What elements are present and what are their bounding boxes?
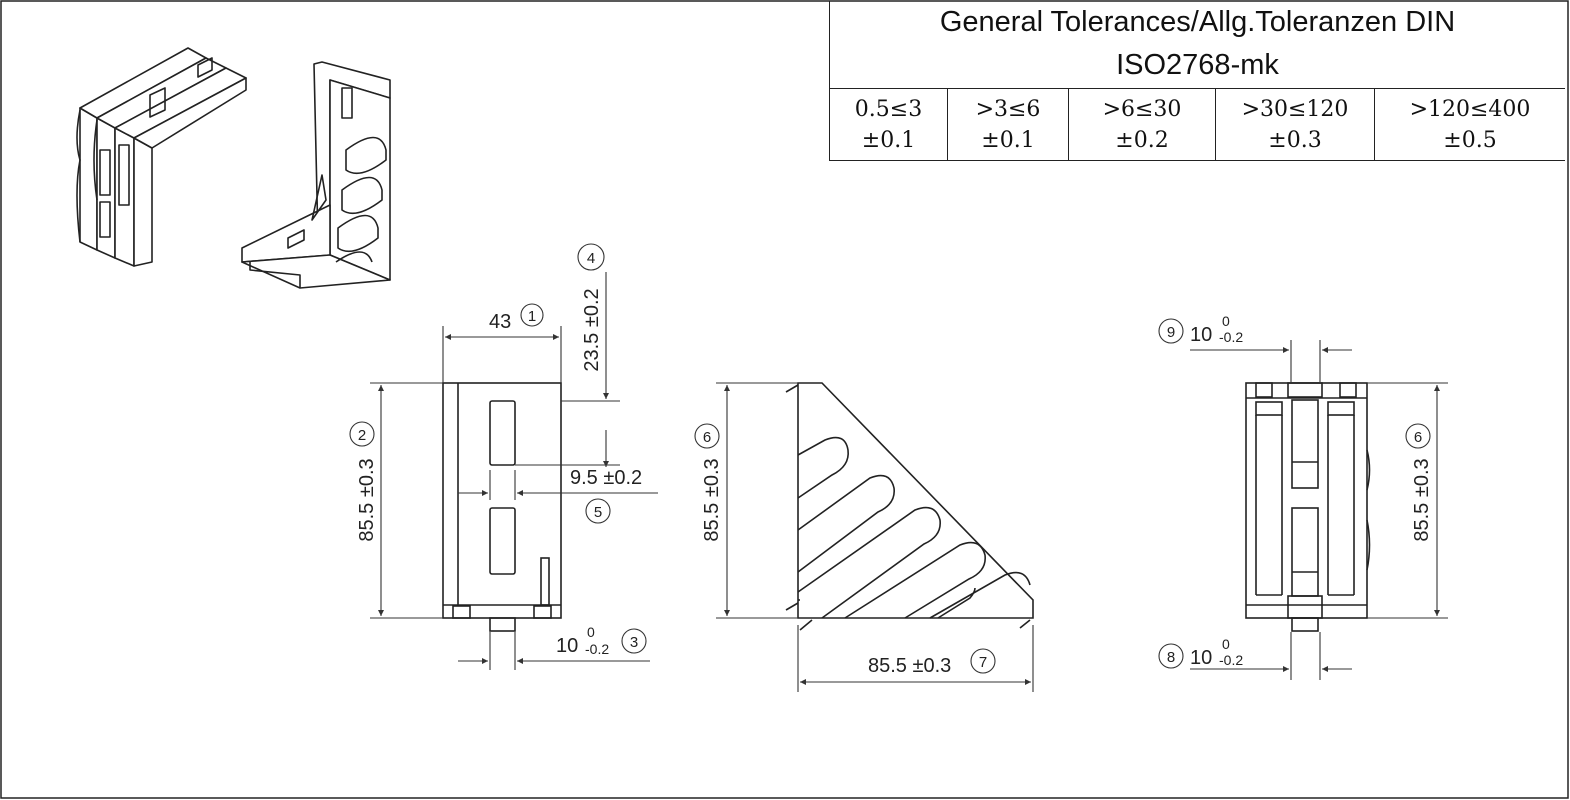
tolerance-range: >30≤120 <box>1241 97 1349 122</box>
dim-9-upper: 0 <box>1222 313 1230 329</box>
dim-8-upper: 0 <box>1222 636 1230 652</box>
tolerance-value: ±0.1 <box>861 128 916 153</box>
balloon-7-label: 7 <box>979 654 987 671</box>
front-view-dimensions <box>370 272 658 670</box>
tolerance-title-line1: General Tolerances/Allg.Toleranzen DIN <box>939 6 1456 38</box>
tolerance-table: General Tolerances/Allg.Toleranzen DIN I… <box>829 1 1565 161</box>
isometric-view-assembled <box>76 47 247 267</box>
balloon-6-back-label: 6 <box>1414 429 1422 446</box>
dim-9-lower: -0.2 <box>1219 329 1243 345</box>
tolerance-cell: >120≤400 ±0.5 <box>1375 89 1565 161</box>
dim-8-lower: -0.2 <box>1219 652 1243 668</box>
balloon-1: 1 <box>520 303 544 327</box>
balloon-1-label: 1 <box>528 308 536 325</box>
tolerance-title-line2: ISO2768-mk <box>1116 49 1279 81</box>
dim-9-value: 10 <box>1190 324 1212 346</box>
balloon-6-side: 6 <box>694 423 720 449</box>
balloon-4: 4 <box>577 243 605 271</box>
dim-6-side-value: 85.5 ±0.3 <box>701 458 723 541</box>
tolerance-row: 0.5≤3 ±0.1 >3≤6 ±0.1 >6≤30 ±0.2 >30≤120 … <box>830 89 1565 161</box>
balloon-3: 3 <box>621 628 647 654</box>
tolerance-value: ±0.1 <box>981 128 1035 153</box>
tolerance-cell: >3≤6 ±0.1 <box>948 89 1069 161</box>
tolerance-range: >6≤30 <box>1102 97 1182 122</box>
balloon-9: 9 <box>1158 318 1184 344</box>
dim-3-value: 10 <box>556 635 578 657</box>
balloon-7: 7 <box>970 648 996 674</box>
isometric-view-bracket <box>241 61 391 289</box>
tolerance-value: ±0.2 <box>1115 128 1169 153</box>
side-view-dimensions <box>716 382 1034 692</box>
balloon-2-label: 2 <box>358 427 366 444</box>
balloon-5: 5 <box>585 498 611 524</box>
tolerance-range: >120≤400 <box>1409 97 1531 122</box>
balloon-3-label: 3 <box>630 634 638 651</box>
dim-3-upper: 0 <box>587 624 595 640</box>
dim-5-value: 9.5 ±0.2 <box>570 467 642 489</box>
tolerance-value: ±0.5 <box>1443 128 1497 153</box>
side-view <box>785 382 1034 631</box>
balloon-6-side-label: 6 <box>703 429 711 446</box>
dim-2-value: 85.5 ±0.3 <box>356 458 378 541</box>
dim-3-lower: -0.2 <box>585 641 609 657</box>
tolerance-value: ±0.3 <box>1268 128 1322 153</box>
back-view <box>1245 382 1371 632</box>
dim-7-value: 85.5 ±0.3 <box>868 655 951 677</box>
tolerance-cell: 0.5≤3 ±0.1 <box>830 89 948 161</box>
dim-6-back-value: 85.5 ±0.3 <box>1411 458 1433 541</box>
balloon-8: 8 <box>1158 643 1184 669</box>
tolerance-range: 0.5≤3 <box>854 97 923 122</box>
balloon-8-label: 8 <box>1167 649 1175 666</box>
tolerance-title: General Tolerances/Allg.Toleranzen DIN I… <box>830 1 1565 89</box>
tolerance-cell: >30≤120 ±0.3 <box>1216 89 1375 161</box>
dim-8-value: 10 <box>1190 647 1212 669</box>
balloon-6-back: 6 <box>1405 423 1431 449</box>
balloon-2: 2 <box>349 421 375 447</box>
front-view <box>442 382 562 632</box>
dim-1-value: 43 <box>489 311 511 333</box>
balloon-4-label: 4 <box>587 250 595 267</box>
tolerance-cell: >6≤30 ±0.2 <box>1069 89 1216 161</box>
balloon-5-label: 5 <box>594 504 602 521</box>
back-view-dimensions <box>1190 340 1448 680</box>
balloon-9-label: 9 <box>1167 324 1175 341</box>
tolerance-range: >3≤6 <box>975 97 1041 122</box>
dim-4-value: 23.5 ±0.2 <box>581 288 603 371</box>
